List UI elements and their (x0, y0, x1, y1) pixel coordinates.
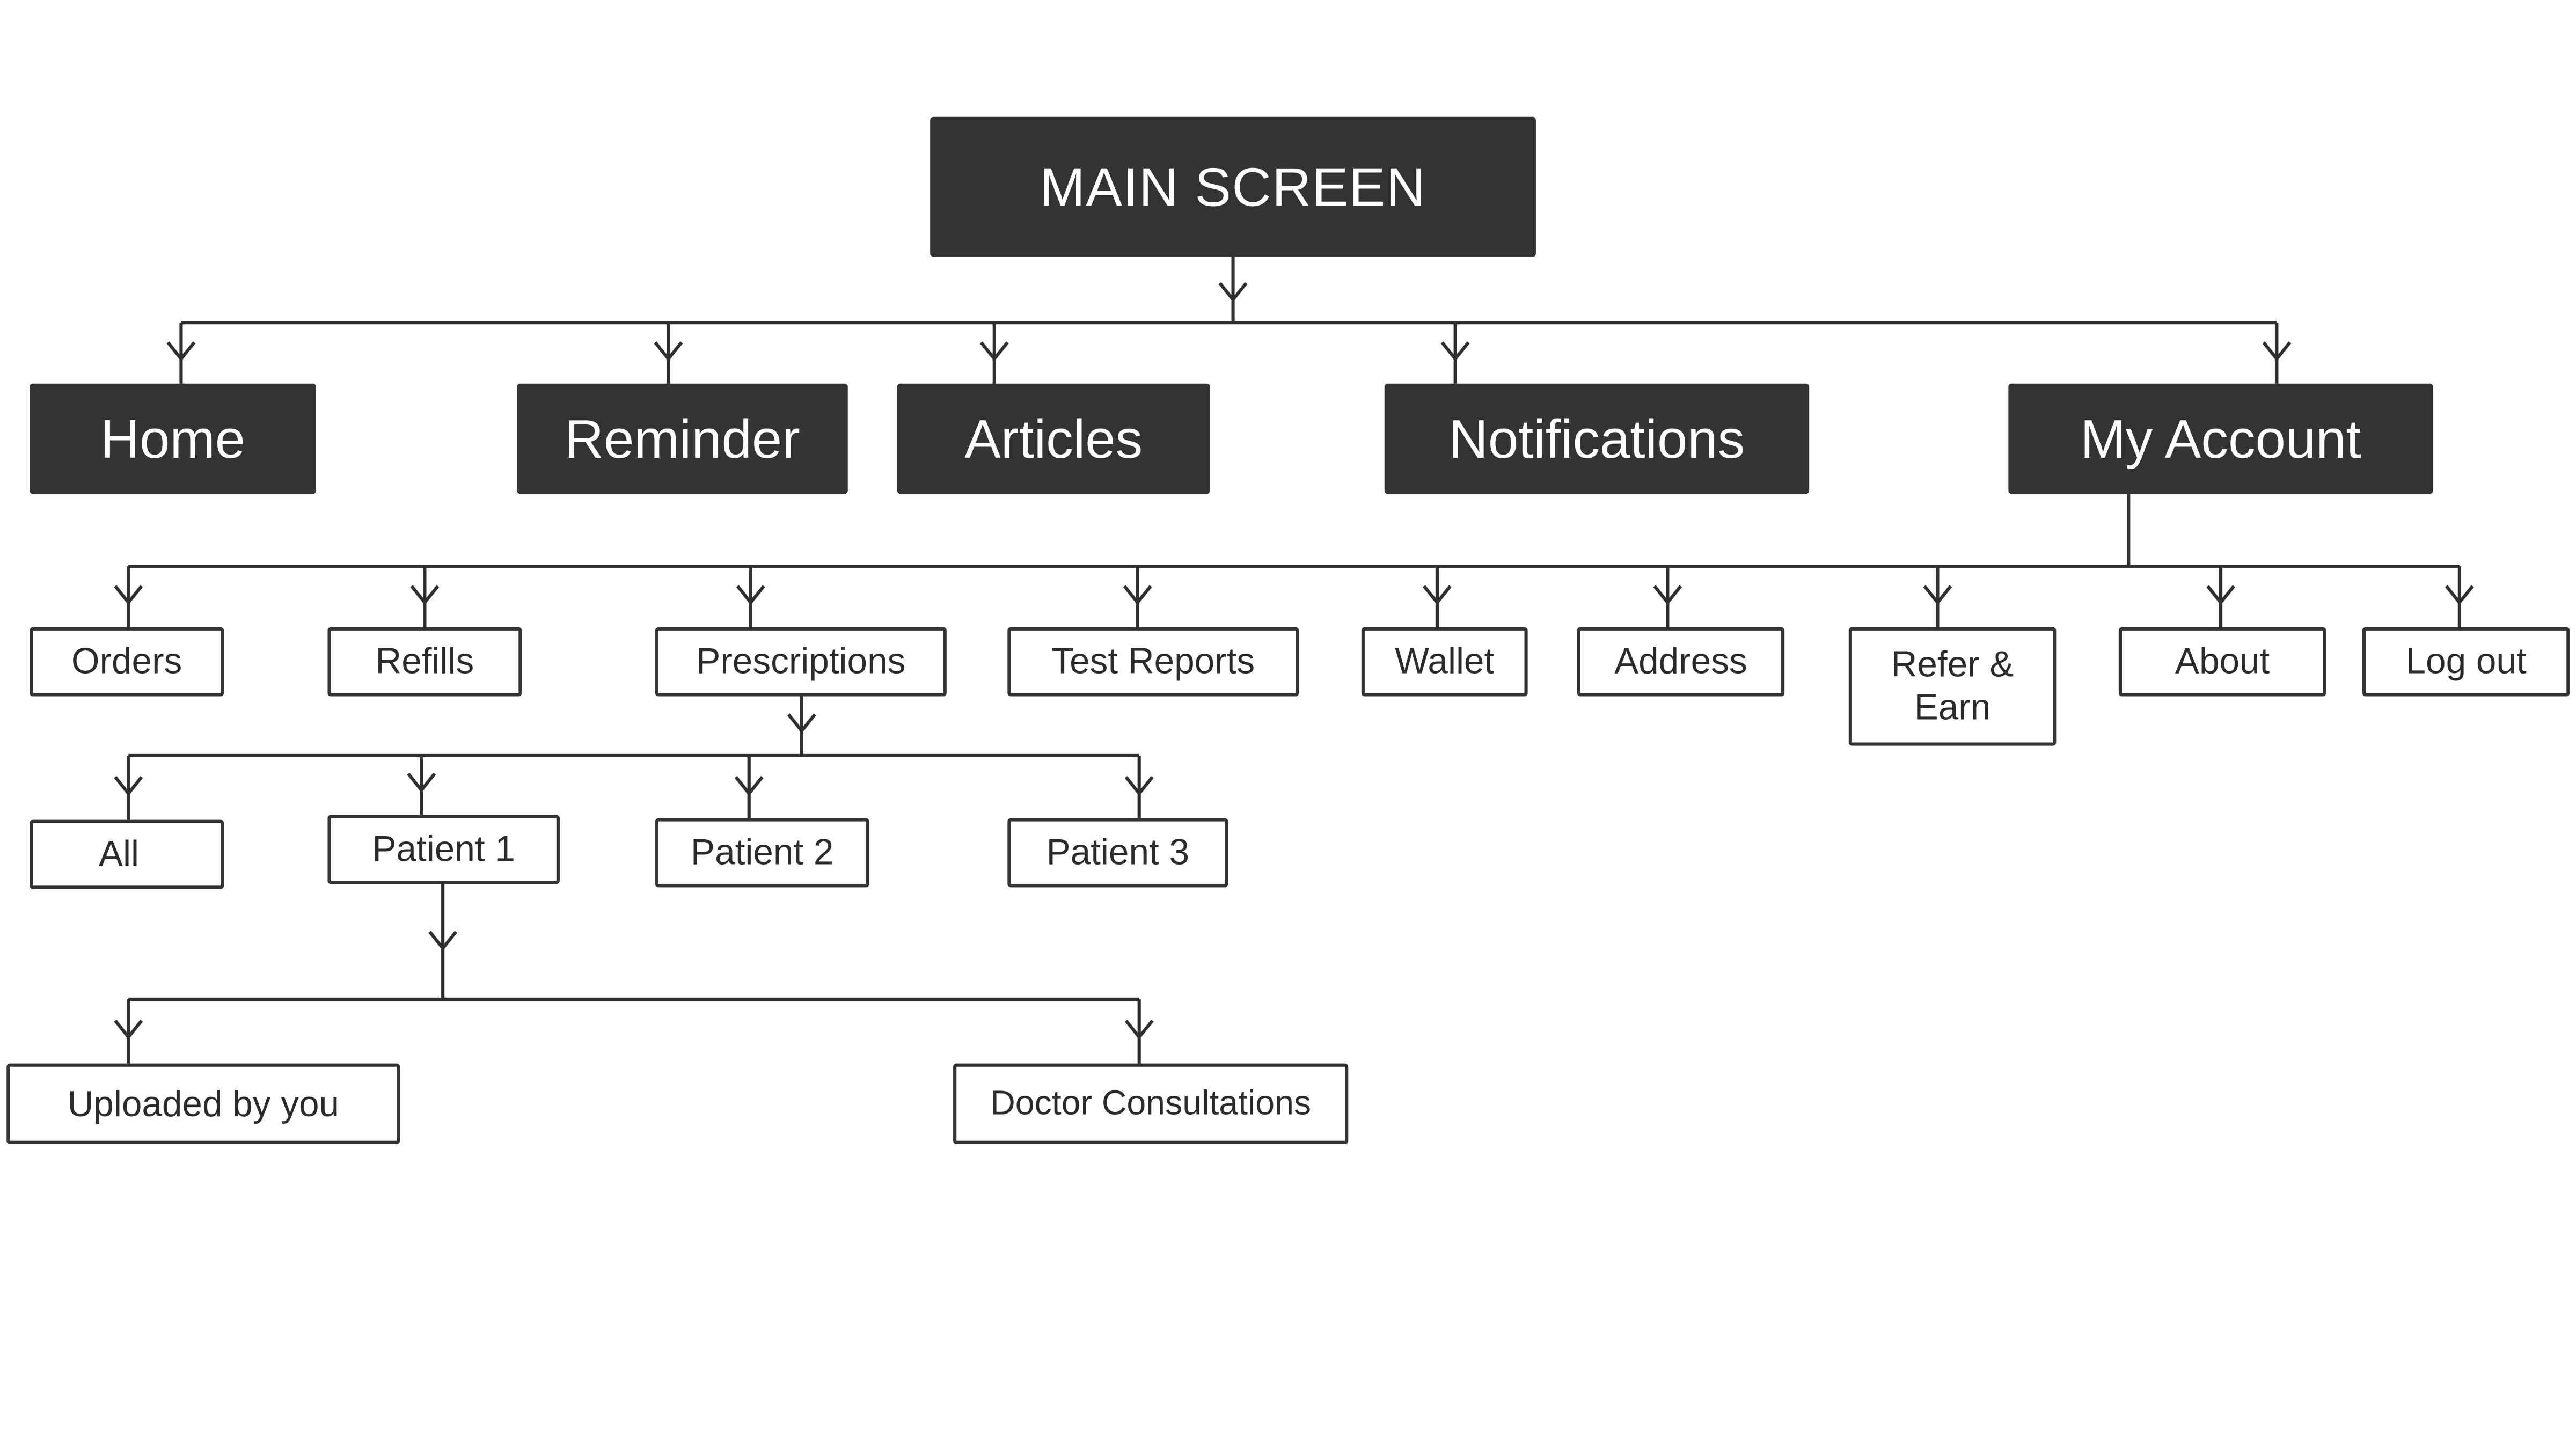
refer-earn-node: Refer & Earn (1848, 627, 2057, 746)
address-node: Address (1577, 627, 1785, 697)
home-node: Home (30, 383, 316, 494)
orders-node: Orders (30, 627, 224, 697)
patient-1-node: Patient 1 (327, 815, 560, 884)
articles-node: Articles (897, 383, 1210, 494)
refills-node: Refills (327, 627, 522, 697)
main-screen-node: MAIN SCREEN (930, 116, 1536, 257)
reminder-node: Reminder (517, 383, 848, 494)
prescriptions-node: Prescriptions (655, 627, 947, 697)
wallet-node: Wallet (1361, 627, 1528, 697)
notifications-node: Notifications (1384, 383, 1810, 494)
my-account-node: My Account (2008, 383, 2433, 494)
patient-3-node: Patient 3 (1007, 818, 1228, 888)
uploaded-by-you-node: Uploaded by you (6, 1063, 400, 1144)
doctor-consultations-node: Doctor Consultations (953, 1063, 1349, 1144)
log-out-node: Log out (2362, 627, 2570, 697)
patient-2-node: Patient 2 (655, 818, 869, 888)
test-reports-node: Test Reports (1007, 627, 1299, 697)
about-node: About (2118, 627, 2326, 697)
all-node: All (30, 819, 224, 889)
